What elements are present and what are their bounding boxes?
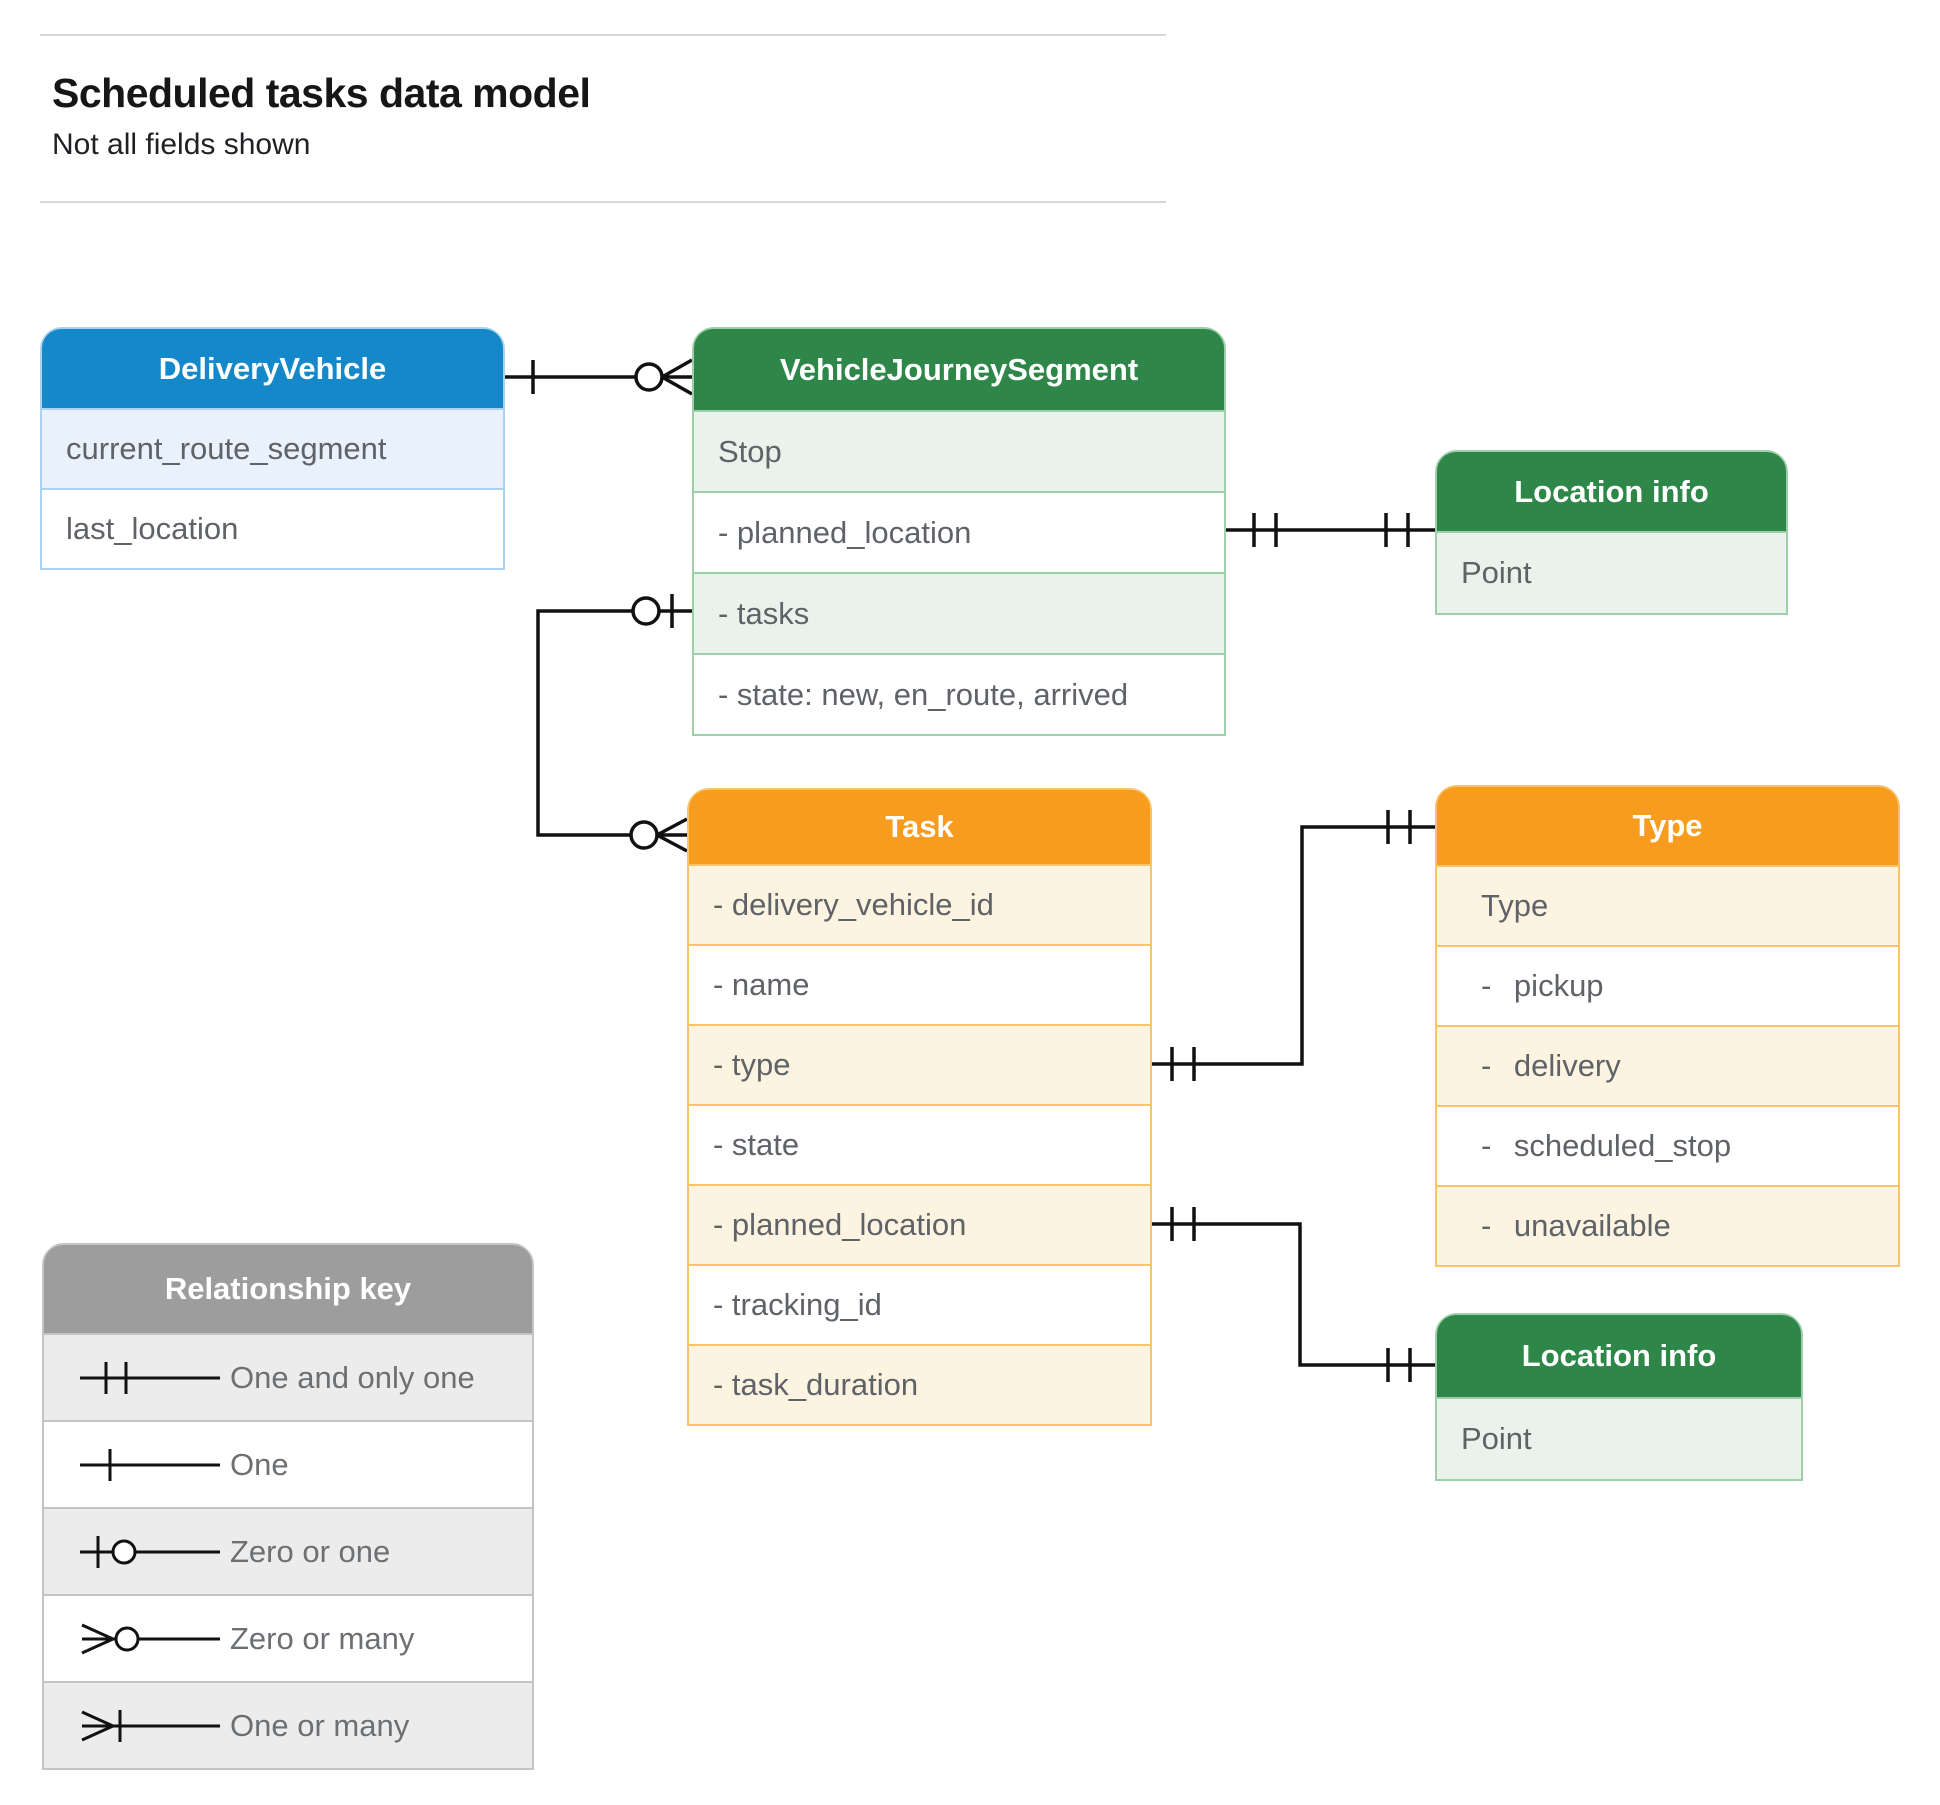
- value-delivery: - delivery: [1437, 1025, 1898, 1105]
- connector-tasks-to-task: [536, 594, 692, 853]
- entity-task-title: Task: [689, 790, 1150, 864]
- legend-label: One and only one: [230, 1359, 475, 1395]
- zero-circle: [634, 362, 664, 392]
- entity-location-info-bottom: Location info Point: [1435, 1313, 1803, 1481]
- legend-label: Zero or one: [230, 1533, 391, 1569]
- zero-or-many-symbol-icon: [81, 1623, 220, 1654]
- relationship-key: Relationship key One and only one One Ze…: [42, 1243, 534, 1770]
- legend-item-zero-or-many: Zero or many: [44, 1594, 532, 1681]
- one-and-only-one-ticks: [1252, 513, 1278, 547]
- entity-task: Task - delivery_vehicle_id - name - type…: [687, 788, 1152, 1426]
- field-tasks: - tasks: [694, 572, 1224, 653]
- one-and-only-one-ticks: [1384, 513, 1410, 547]
- entity-vehiclejourneysegment-title: VehicleJourneySegment: [694, 329, 1224, 410]
- field-type-name: Type: [1437, 865, 1898, 945]
- zero-circle: [629, 820, 659, 850]
- field-state: - state: [689, 1104, 1150, 1184]
- legend-item-one-and-only-one: One and only one: [44, 1333, 532, 1420]
- entity-deliveryvehicle-title: DeliveryVehicle: [42, 329, 503, 408]
- entity-location-info-title: Location info: [1437, 452, 1786, 531]
- one-and-only-one-ticks: [1386, 810, 1412, 844]
- one-and-only-one-ticks: [1170, 1047, 1196, 1081]
- one-and-only-one-ticks: [1386, 1348, 1412, 1382]
- entity-type-title: Type: [1437, 787, 1898, 865]
- page-subtitle: Not all fields shown: [52, 128, 311, 161]
- field-state: - state: new, en_route, arrived: [694, 653, 1224, 734]
- entity-location-info-top: Location info Point: [1435, 450, 1788, 615]
- one-or-many-symbol-icon: [81, 1709, 220, 1742]
- top-divider: [40, 34, 1166, 36]
- field-delivery-vehicle-id: - delivery_vehicle_id: [689, 864, 1150, 944]
- title-divider: [40, 201, 1166, 203]
- entity-type: Type Type - pickup - delivery - schedule…: [1435, 785, 1900, 1267]
- field-type: - type: [689, 1024, 1150, 1104]
- field-point: Point: [1437, 1397, 1801, 1479]
- page-title: Scheduled tasks data model: [52, 70, 591, 116]
- value-scheduled-stop: - scheduled_stop: [1437, 1105, 1898, 1185]
- field-planned-location: - planned_location: [689, 1184, 1150, 1264]
- field-task-duration: - task_duration: [689, 1344, 1150, 1424]
- connector-tasktype-to-type: [1152, 810, 1435, 1081]
- crowfoot-many: [656, 817, 688, 853]
- field-point: Point: [1437, 531, 1786, 613]
- field-planned-location: - planned_location: [694, 491, 1224, 572]
- field-current-route-segment: current_route_segment: [42, 408, 503, 488]
- field-tracking-id: - tracking_id: [689, 1264, 1150, 1344]
- zero-circle: [631, 596, 661, 626]
- field-stop: Stop: [694, 410, 1224, 491]
- entity-vehiclejourneysegment: VehicleJourneySegment Stop - planned_loc…: [692, 327, 1226, 736]
- zero-or-one-symbol-icon: [80, 1535, 220, 1568]
- connector-plannedlocation-to-locationinfo: [1226, 513, 1435, 547]
- legend-item-zero-or-one: Zero or one: [44, 1507, 532, 1594]
- connector-deliveryvehicle-to-vehiclejourneysegment: [505, 358, 693, 396]
- relationship-key-title: Relationship key: [44, 1245, 532, 1333]
- one-and-only-one-symbol-icon: [80, 1361, 220, 1394]
- field-name: - name: [689, 944, 1150, 1024]
- entity-location-info-title: Location info: [1437, 1315, 1801, 1397]
- legend-item-one-or-many: One or many: [44, 1681, 532, 1768]
- one-and-only-one-ticks: [1170, 1207, 1196, 1241]
- one-symbol-icon: [80, 1448, 220, 1481]
- value-pickup: - pickup: [1437, 945, 1898, 1025]
- connector-taskplannedlocation-to-locationinfo: [1152, 1207, 1435, 1382]
- crowfoot-many: [661, 358, 693, 396]
- field-last-location: last_location: [42, 488, 503, 568]
- legend-label: Zero or many: [230, 1620, 415, 1656]
- legend-item-one: One: [44, 1420, 532, 1507]
- entity-deliveryvehicle: DeliveryVehicle current_route_segment la…: [40, 327, 505, 570]
- legend-label: One: [230, 1446, 289, 1482]
- value-unavailable: - unavailable: [1437, 1185, 1898, 1265]
- legend-label: One or many: [230, 1707, 410, 1743]
